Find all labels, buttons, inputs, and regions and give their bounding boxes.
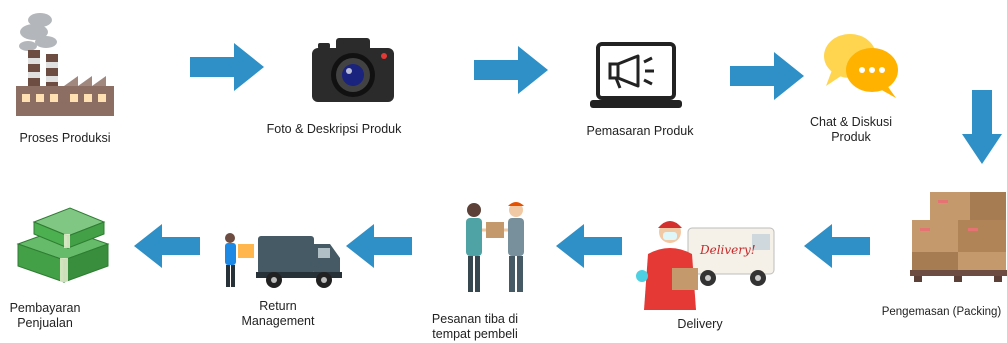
step-label-pemasaran: Pemasaran Produk bbox=[586, 124, 694, 138]
arrow-right bbox=[190, 43, 264, 91]
arrow-left bbox=[346, 224, 412, 268]
return-truck-icon bbox=[225, 233, 342, 288]
step-label-foto-deskripsi: Foto & Deskripsi Produk bbox=[266, 122, 402, 136]
chat-bubbles-icon bbox=[824, 34, 898, 98]
step-label-pesanan-tiba: Pesanan tiba di tempat pembeli bbox=[431, 312, 519, 341]
arrow-right bbox=[474, 46, 548, 94]
laptop-megaphone-icon bbox=[590, 42, 682, 108]
arrow-right bbox=[730, 52, 804, 100]
step-label-pembayaran: Pembayaran Penjualan bbox=[9, 301, 81, 330]
arrow-down bbox=[962, 90, 1002, 164]
step-label-proses-produksi: Proses Produksi bbox=[19, 131, 111, 145]
step-label-pengemasan: Pengemasan (Packing) bbox=[881, 306, 1002, 318]
camera-icon bbox=[312, 38, 394, 102]
step-label-return: Return Management bbox=[241, 299, 315, 328]
step-label-chat-diskusi: Chat & Diskusi Produk bbox=[810, 115, 892, 144]
step-label-delivery: Delivery bbox=[677, 317, 723, 331]
money-stack-icon bbox=[16, 207, 110, 283]
boxes-pallet-icon bbox=[910, 192, 1007, 282]
arrow-left bbox=[556, 224, 622, 268]
factory-icon bbox=[16, 13, 114, 116]
delivery-courier-icon: Delivery! bbox=[636, 221, 775, 310]
svg-text:Delivery!: Delivery! bbox=[699, 243, 756, 257]
arrow-left bbox=[134, 224, 200, 268]
package-handover-icon bbox=[466, 202, 524, 292]
arrow-left bbox=[804, 224, 870, 268]
